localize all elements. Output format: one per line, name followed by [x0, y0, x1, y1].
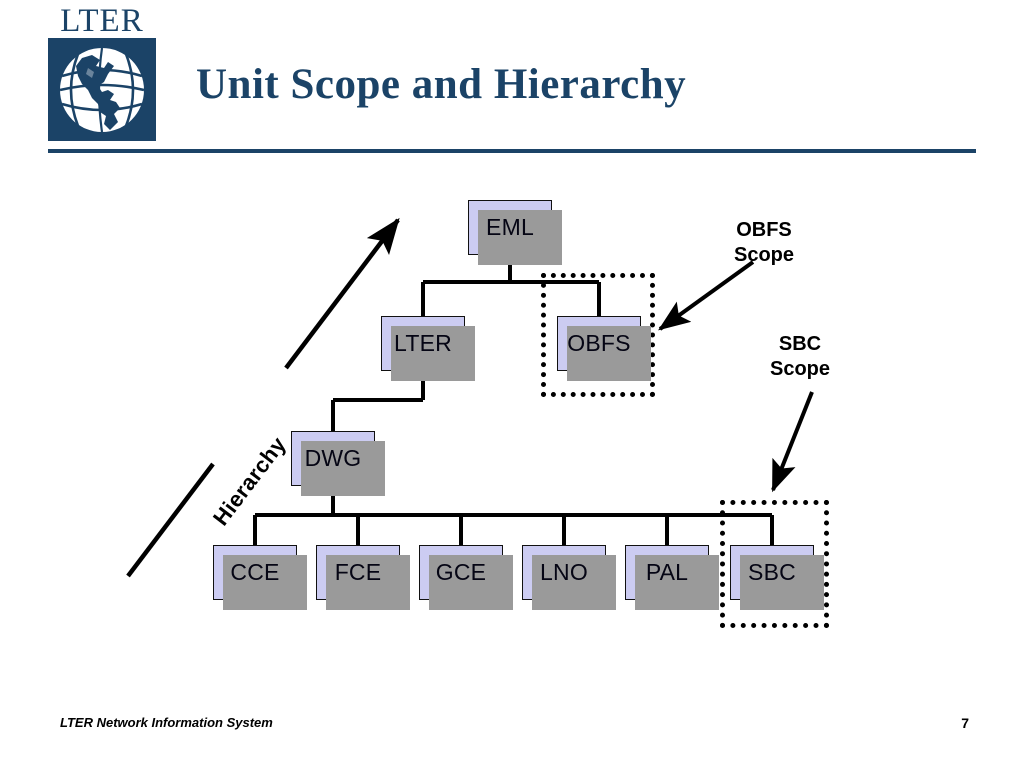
- sbc-scope-arrow: [771, 391, 814, 493]
- page-title: Unit Scope and Hierarchy: [196, 61, 687, 108]
- sbc-scope-box[interactable]: [720, 500, 829, 628]
- lter-wordmark: LTER: [60, 3, 144, 39]
- lter-logo: LTER: [48, 4, 156, 141]
- node-obfs[interactable]: OBFS: [557, 316, 651, 381]
- node-eml[interactable]: EML: [468, 200, 562, 265]
- sbc-scope-label: SBC Scope: [769, 333, 831, 380]
- hierarchy-arrow: [126, 217, 400, 578]
- page-number: 7: [961, 715, 969, 731]
- node-fce[interactable]: FCE: [316, 545, 410, 610]
- node-lno[interactable]: LNO: [522, 545, 616, 610]
- node-cce[interactable]: CCE: [213, 545, 307, 610]
- obfs-scope-arrow: [658, 260, 755, 331]
- hierarchy-diagram: EML LTER OBFS DWG CCE FCE GCE LNO PAL SB…: [0, 160, 1024, 680]
- node-sbc[interactable]: SBC: [730, 545, 824, 610]
- lter-globe-icon: [48, 38, 156, 141]
- slide-header: LTER Unit Scope and Hi: [0, 0, 1024, 160]
- node-gce[interactable]: GCE: [419, 545, 513, 610]
- obfs-scope-label: OBFS Scope: [733, 219, 795, 266]
- node-pal[interactable]: PAL: [625, 545, 719, 610]
- node-dwg[interactable]: DWG: [291, 431, 385, 496]
- slide-footer: LTER Network Information System 7: [0, 715, 1024, 755]
- obfs-scope-box[interactable]: [541, 273, 655, 397]
- node-lter[interactable]: LTER: [381, 316, 475, 381]
- footer-caption: LTER Network Information System: [60, 715, 273, 730]
- diagram-connectors: [126, 217, 814, 578]
- title-divider: [48, 149, 976, 153]
- tree-edges: [253, 255, 774, 545]
